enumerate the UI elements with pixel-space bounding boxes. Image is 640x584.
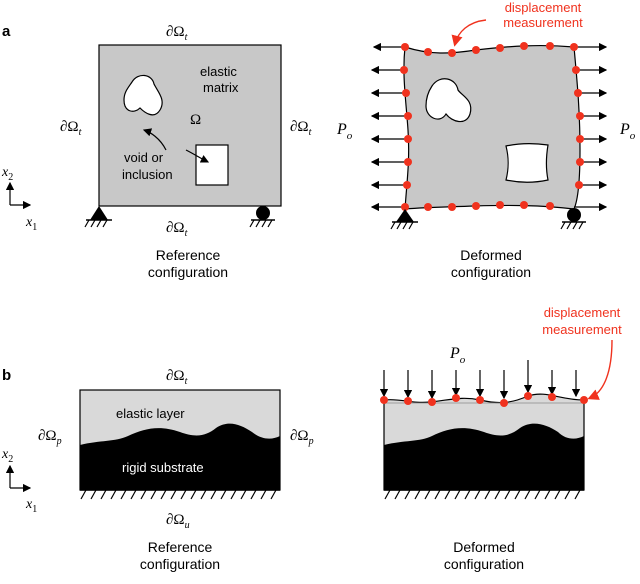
inclusion-rect [195,144,229,186]
boundary-right-a: ∂Ωt [290,119,312,138]
def-caption-a-1: Deformed [460,247,521,263]
domain-label-b: Ω [230,436,241,452]
measurement-label-b-1: displacement [544,305,621,320]
ground-hatch-b [80,489,277,500]
ref-caption-a-1: Reference [156,247,221,263]
deformed-rigid-substrate [384,423,584,490]
ref-caption-b-1: Reference [148,539,213,555]
measurement-label-a-2: measurement [503,15,583,30]
ref-caption-b-2: configuration [140,556,220,572]
panel-a-label: a [2,23,11,40]
boundary-bottom-b: ∂Ωu [166,512,190,531]
boundary-right-b: ∂Ωp [290,428,314,447]
panel-b-reference: elastic layer Ω rigid substrate ∂Ωt ∂Ωp … [38,368,314,572]
measurement-pointer-b [587,339,613,400]
load-label-right: Po [619,121,636,142]
void-shape [123,74,163,116]
measurement-label-a-1: displacement [505,0,582,15]
panel-a-reference: elastic matrix Ω void or inclusion ∂Ωt ∂… [60,24,312,280]
axis-x2-label-b: x2 [1,447,13,465]
def-caption-b-1: Deformed [453,539,514,555]
measurement-points-b [380,392,588,407]
ref-caption-a-2: configuration [148,264,228,280]
measurement-pointer-a [451,19,487,47]
panel-b-label: b [2,367,11,384]
load-label-b: Po [449,345,466,366]
load-arrows-left [370,42,408,212]
load-arrows-right [574,42,608,212]
boundary-top-b: ∂Ωt [166,368,188,387]
boundary-left-b: ∂Ωp [38,428,62,447]
axis-x2-label-a: x2 [1,165,13,183]
panel-a-deformed: Po Po displacement measurement Deformed … [336,0,636,280]
inclusion-pointer-arrow [185,149,210,163]
matrix-label-2: matrix [203,80,239,95]
axis-x1-label-a: x1 [25,215,37,233]
void-label-2: inclusion [122,167,173,182]
measurement-points-a [400,42,584,211]
boundary-left-a: ∂Ωt [60,119,82,138]
rigid-substrate [80,423,280,490]
panel-b-deformed: Po displacement measurement Deformed con… [379,305,622,572]
substrate-label: rigid substrate [122,460,204,475]
boundary-top-a: ∂Ωt [166,24,188,43]
boundary-bottom-a: ∂Ωt [166,220,188,239]
domain-label-a: Ω [190,112,201,128]
def-caption-b-2: configuration [444,556,524,572]
deformed-matrix [403,44,581,210]
deformed-inclusion [505,143,549,183]
roller-support-deformed-icon [560,208,586,230]
measurement-label-b-2: measurement [542,322,622,337]
axes-b: x2 x1 [1,447,37,515]
elastic-matrix [98,44,282,207]
ground-hatch-b-deformed [384,489,581,500]
layer-label: elastic layer [116,406,185,421]
roller-support-icon [249,206,275,228]
pin-support-icon [84,206,112,228]
void-label-1: void or [124,150,164,165]
def-caption-a-2: configuration [451,264,531,280]
matrix-label-1: elastic [200,64,237,79]
load-label-left: Po [336,121,353,142]
pin-support-deformed-icon [390,209,418,230]
void-pointer-arrow [142,128,167,151]
deformed-void-shape [425,78,472,123]
axis-x1-label-b: x1 [25,497,37,515]
load-arrows-top [379,360,581,400]
axes-a: x2 x1 [1,165,37,233]
